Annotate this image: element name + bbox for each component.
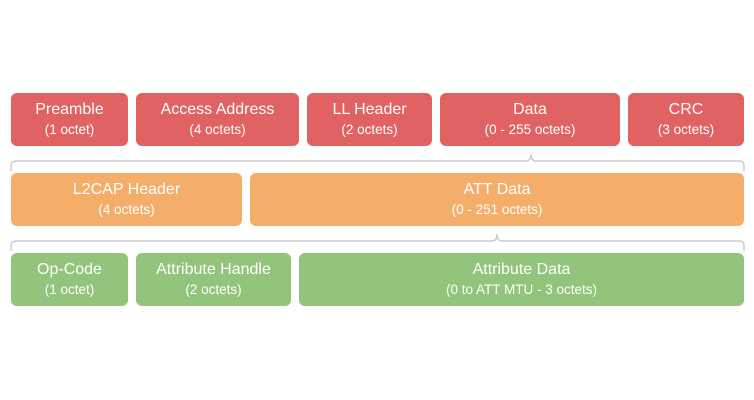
field-size: (3 octets) [657,122,715,137]
field-size: (4 octets) [98,202,155,217]
field-title: ATT Data [463,181,531,198]
field-size: (1 octet) [44,122,95,137]
field-access-address: Access Address (4 octets) [136,93,299,146]
field-att-data: ATT Data (0 - 251 octets) [250,173,744,226]
field-attribute-handle: Attribute Handle (2 octets) [136,253,291,306]
field-size: (4 octets) [189,122,246,137]
field-title: LL Header [332,101,407,118]
field-size: (2 octets) [341,122,398,137]
field-l2cap-header: L2CAP Header (4 octets) [11,173,242,226]
brace-data-to-l2cap [10,153,745,171]
field-ll-header: LL Header (2 octets) [307,93,432,146]
field-title: Preamble [35,101,104,118]
field-data: Data (0 - 255 octets) [440,93,620,146]
field-title: L2CAP Header [72,181,181,198]
field-title: Data [513,101,547,118]
field-attribute-data: Attribute Data (0 to ATT MTU - 3 octets) [299,253,744,306]
field-size: (0 - 255 octets) [484,122,576,137]
field-title: Attribute Data [472,261,571,278]
field-title: CRC [668,101,704,118]
field-crc: CRC (3 octets) [628,93,744,146]
field-title: Attribute Handle [156,261,271,278]
field-size: (1 octet) [44,282,95,297]
brace-attdata-to-att [10,233,745,251]
field-size: (0 - 251 octets) [451,202,543,217]
field-title: Op-Code [37,261,102,278]
field-preamble: Preamble (1 octet) [11,93,128,146]
field-op-code: Op-Code (1 octet) [11,253,128,306]
field-title: Access Address [160,101,275,118]
field-size: (0 to ATT MTU - 3 octets) [445,282,598,297]
field-size: (2 octets) [185,282,242,297]
